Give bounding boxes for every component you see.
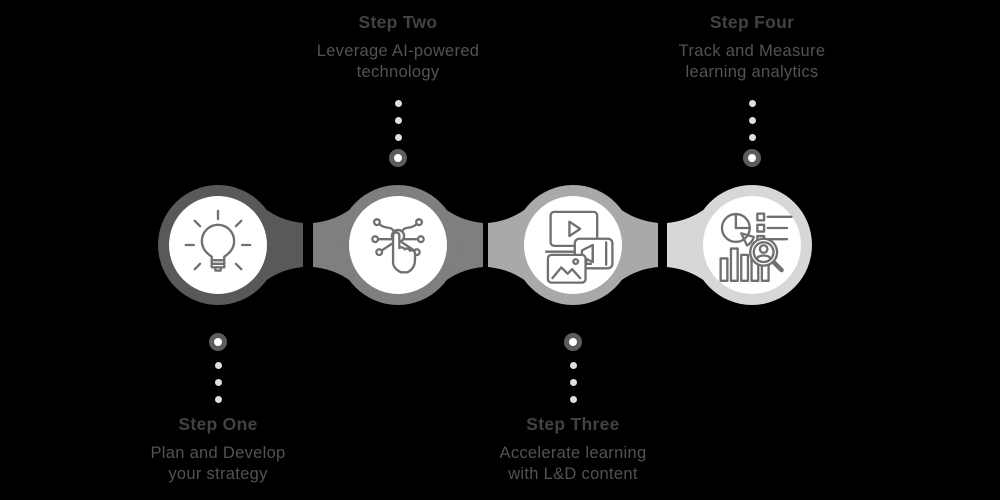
- media-content-icon: [544, 210, 614, 284]
- description-line: with L&D content: [508, 465, 638, 483]
- step-four-node: [667, 185, 812, 305]
- connector-dot: [748, 133, 756, 141]
- connector-ring: [389, 149, 407, 167]
- connector-ring: [743, 149, 761, 167]
- description-line: Plan and Develop: [150, 444, 286, 462]
- connector-dot: [394, 99, 402, 107]
- connector-dot: [569, 361, 577, 369]
- lightbulb-idea-icon: [184, 209, 252, 272]
- step-inner-circle: [169, 196, 267, 294]
- description-line: learning analytics: [685, 63, 819, 81]
- step-description: Accelerate learning with L&D content: [453, 443, 693, 485]
- step-two-node: [313, 185, 483, 305]
- connector-dot: [569, 378, 577, 386]
- step-one-label: Step One Plan and Develop your strategy: [98, 414, 338, 485]
- connector-dot: [394, 133, 402, 141]
- connector-dot: [748, 99, 756, 107]
- step-title: Step One: [178, 414, 258, 434]
- connector-dot: [214, 378, 222, 386]
- connector-dot: [214, 395, 222, 403]
- step-four-label: Step Four Track and Measure learning ana…: [632, 12, 872, 83]
- step-title: Step Two: [358, 12, 438, 32]
- description-line: Accelerate learning: [499, 444, 647, 462]
- connector-dot: [569, 395, 577, 403]
- description-line: Track and Measure: [678, 42, 826, 60]
- step-title: Step Three: [526, 414, 620, 434]
- step-description: Leverage AI-powered technology: [278, 41, 518, 83]
- connector-ring: [564, 333, 582, 351]
- description-line: your strategy: [168, 465, 268, 483]
- analytics-search-icon: [719, 212, 793, 282]
- step-description: Track and Measure learning analytics: [632, 41, 872, 83]
- connector-dot: [214, 361, 222, 369]
- step-three-node: [488, 185, 658, 305]
- step-description: Plan and Develop your strategy: [98, 443, 338, 485]
- description-line: technology: [356, 63, 440, 81]
- step-three-label: Step Three Accelerate learning with L&D …: [453, 414, 693, 485]
- connector-dot: [394, 116, 402, 124]
- step-one-node: [158, 185, 303, 305]
- connector-dot: [748, 116, 756, 124]
- step-two-label: Step Two Leverage AI-powered technology: [278, 12, 518, 83]
- step-title: Step Four: [709, 12, 795, 32]
- ai-touch-network-icon: [371, 218, 425, 274]
- description-line: Leverage AI-powered: [316, 42, 480, 60]
- connector-ring: [209, 333, 227, 351]
